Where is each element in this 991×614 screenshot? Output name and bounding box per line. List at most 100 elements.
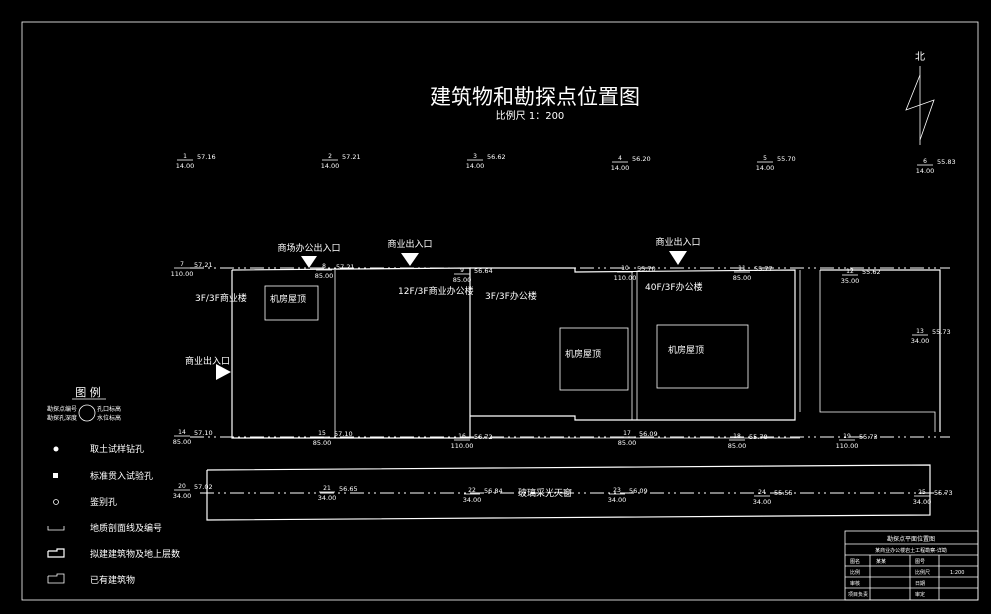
point-depth: 110.00 (836, 442, 859, 450)
point-elevation: 56.84 (484, 487, 503, 495)
point-id: 23 (613, 487, 621, 494)
point-depth: 34.00 (911, 337, 930, 345)
point-id: 7 (180, 261, 184, 268)
point-depth: 34.00 (753, 498, 772, 506)
point-depth: 34.00 (463, 496, 482, 504)
svg-text:审核: 审核 (850, 580, 860, 587)
svg-text:已有建筑物: 已有建筑物 (90, 574, 135, 586)
point-id: 16 (458, 433, 466, 440)
point-id: 19 (843, 433, 851, 440)
svg-text:项目负责: 项目负责 (848, 591, 868, 598)
svg-text:地质剖面线及编号: 地质剖面线及编号 (90, 522, 162, 534)
point-elevation: 55.83 (937, 158, 956, 166)
svg-text:比例: 比例 (850, 569, 860, 576)
svg-text:某商业办公楼岩土工程勘察-详勘: 某商业办公楼岩土工程勘察-详勘 (875, 547, 947, 554)
drawing-frame (21, 21, 979, 601)
svg-text:水位标高: 水位标高 (97, 414, 121, 422)
svg-text:日期: 日期 (915, 581, 925, 587)
point-elevation: 56.20 (632, 155, 651, 163)
svg-text:图号: 图号 (915, 559, 925, 565)
entrance-arrow-icon (301, 256, 317, 268)
proposed-building-icon (47, 548, 65, 558)
legend-title: 图 例 (75, 385, 101, 399)
filled-square-icon (53, 473, 58, 478)
point-id: 8 (322, 263, 326, 270)
building-label: 3F/3F办公楼 (485, 290, 537, 302)
point-id: 25 (918, 489, 926, 496)
building-label: 3F/3F商业楼 (195, 292, 247, 304)
machine-room-boxes (264, 285, 749, 391)
svg-text:孔口标高: 孔口标高 (97, 405, 121, 413)
svg-text:审定: 审定 (915, 591, 925, 598)
point-id: 21 (323, 485, 331, 492)
section-line-icon (47, 526, 65, 531)
point-id: 11 (738, 265, 746, 272)
point-depth: 110.00 (451, 442, 474, 450)
half-filled-circle-icon (53, 446, 59, 452)
point-depth: 14.00 (176, 162, 195, 170)
entrance-arrow-icon (401, 253, 419, 266)
point-depth: 14.00 (466, 162, 485, 170)
point-id: 2 (328, 153, 332, 160)
point-elevation: 57.02 (194, 483, 213, 491)
svg-text:1:200: 1:200 (950, 570, 964, 576)
svg-text:勘探点平面位置图: 勘探点平面位置图 (887, 535, 935, 543)
point-id: 10 (621, 265, 629, 272)
entrance-arrow-icon (216, 364, 231, 380)
point-depth: 34.00 (913, 498, 932, 506)
title-block: 勘探点平面位置图 某商业办公楼岩土工程勘察-详勘 图名 某某 图号 比例 比例尺… (844, 530, 979, 601)
point-id: 1 (183, 153, 187, 160)
point-depth: 110.00 (614, 274, 637, 282)
svg-text:拟建建筑物及地上层数: 拟建建筑物及地上层数 (90, 548, 180, 560)
point-id: 6 (923, 158, 927, 165)
point-depth: 14.00 (756, 164, 775, 172)
machine-room-label: 机房屋顶 (668, 344, 704, 356)
point-depth: 85.00 (173, 438, 192, 446)
point-depth: 85.00 (453, 276, 472, 284)
legend: 图 例 勘探点编号 勘探孔深度 孔口标高 水位标高 取土试样钻孔 标准贯入试验孔… (47, 385, 180, 586)
svg-text:标准贯入试验孔: 标准贯入试验孔 (90, 470, 153, 482)
svg-text:北: 北 (915, 51, 925, 63)
entrance-label: 商业出入口 (185, 355, 230, 367)
point-id: 5 (763, 155, 767, 162)
entrance-label: 商场办公出入口 (277, 242, 340, 254)
point-elevation: 57.16 (197, 153, 216, 161)
point-elevation: 55.62 (862, 268, 881, 276)
existing-building-icon (47, 573, 65, 584)
point-elevation: 57.10 (334, 430, 353, 438)
machine-room-label: 机房屋顶 (565, 348, 601, 360)
svg-text:勘探孔深度: 勘探孔深度 (47, 414, 77, 422)
point-elevation: 55.78 (749, 433, 768, 441)
point-id: 18 (733, 433, 741, 440)
point-elevation: 56.72 (474, 433, 493, 441)
point-elevation: 57.10 (194, 429, 213, 437)
drawing-scale: 比例尺 1：200 (496, 109, 565, 122)
point-depth: 85.00 (728, 442, 747, 450)
point-depth: 85.00 (733, 274, 752, 282)
point-id: 12 (846, 268, 854, 275)
point-elevation: 57.21 (194, 261, 213, 269)
machine-room-label: 机房屋顶 (270, 293, 306, 305)
